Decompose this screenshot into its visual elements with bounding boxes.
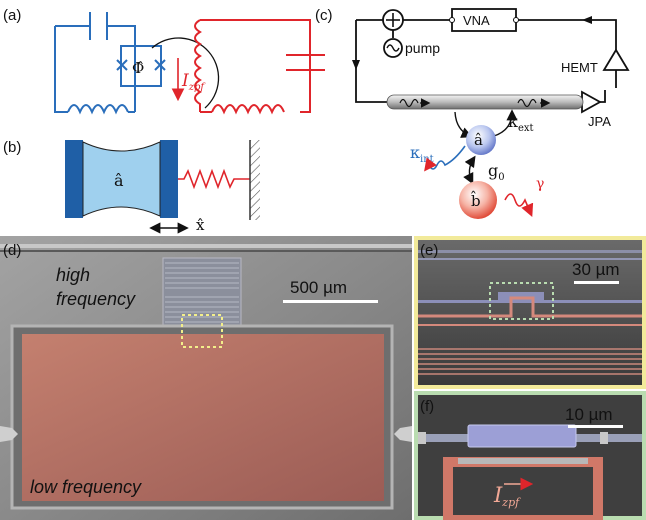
transmission-line [386, 94, 584, 110]
current-label-a: Izpf [181, 71, 206, 93]
mode-b-label: b̂ [470, 191, 480, 210]
mode-a-label: â [474, 131, 483, 149]
label-frequency: frequency [56, 289, 136, 309]
scale-label-f: 10 µm [565, 405, 613, 424]
mode-a-sphere [466, 125, 496, 155]
pump-label: pump [405, 40, 440, 56]
spring [178, 168, 250, 190]
current-label-f: Izpf [493, 483, 521, 509]
high-frequency-element [162, 257, 242, 329]
coupling-loop [151, 37, 220, 109]
jpa-label: JPA [588, 114, 611, 129]
gamma-label: γ [536, 176, 544, 192]
mode-b-sphere [459, 181, 497, 219]
scale-label-e: 30 µm [572, 260, 620, 279]
panel-d-micrograph: high frequency low frequency 500 µm (d) [0, 236, 412, 520]
josephson-junction-x-icon [116, 59, 166, 71]
scale-bar-f [568, 425, 623, 428]
scale-bar-e [574, 281, 619, 284]
hemt-amplifier-icon [602, 48, 630, 71]
label-low-frequency: low frequency [30, 477, 142, 497]
vna-label: VNA [463, 13, 490, 28]
cavity-mode: â [114, 171, 124, 190]
panel-a-circuit: Φ̂ Izpf [54, 12, 325, 115]
displacement-label: x̂ [196, 216, 205, 234]
low-frequency-element [22, 334, 384, 501]
panel-b-cavity: â x̂ [65, 140, 260, 234]
gamma-wave [504, 193, 534, 217]
panel-label-e: (e) [420, 242, 438, 259]
zoom-box-f [489, 282, 554, 320]
scale-label-d: 500 µm [290, 278, 347, 297]
jpa-amplifier-icon [581, 90, 602, 114]
panel-label-a: (a) [3, 7, 21, 24]
wall [250, 140, 260, 220]
g0-label: g0 [488, 161, 505, 183]
panel-label-b: (b) [3, 139, 21, 156]
scale-bar-d [283, 300, 378, 303]
kappa-ext: κext [508, 112, 534, 134]
panel-label-d: (d) [3, 242, 21, 259]
flux-operator: Φ̂ [132, 59, 144, 77]
kappa-int: κint [410, 143, 434, 165]
kappa-int-wave [424, 145, 466, 172]
panel-label-f: (f) [420, 398, 434, 415]
hemt-label: HEMT [561, 60, 598, 75]
zoom-box-e [181, 314, 223, 348]
panel-c-setup: VNA pump HEMT JPA κext â κint g0 b̂ γ [352, 8, 630, 219]
panel-e-micrograph: 30 µm (e) [414, 236, 646, 389]
label-high: high [56, 265, 90, 285]
panel-label-c: (c) [315, 7, 333, 24]
panel-f-micrograph: Izpf 10 µm (f) [414, 391, 646, 520]
